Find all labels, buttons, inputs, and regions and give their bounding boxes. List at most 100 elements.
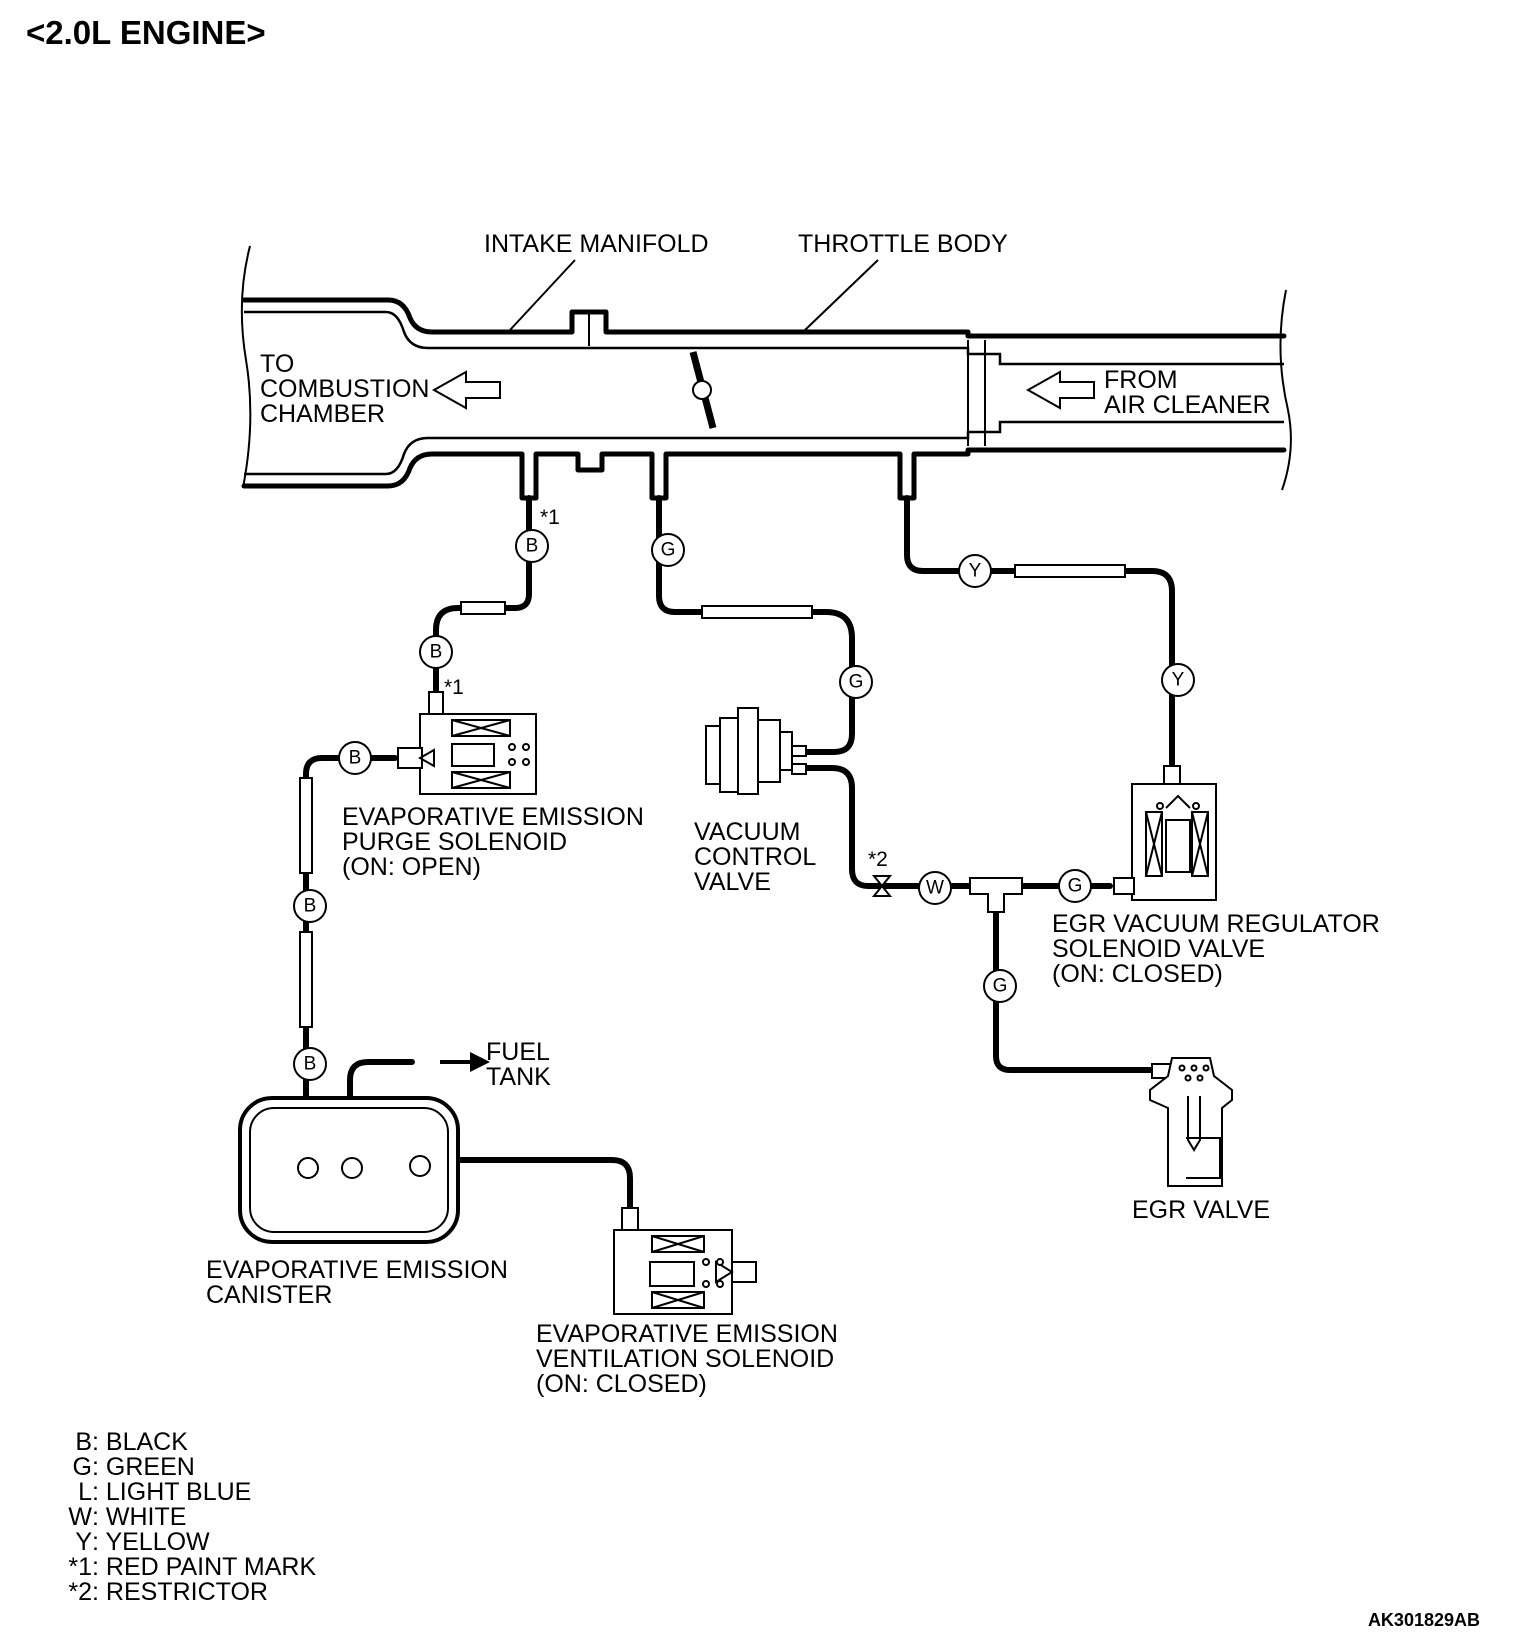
hose-canister-to-fuel-tank [347,1059,415,1163]
svg-text:B: B [304,896,317,917]
label-to-combustion-3: CHAMBER [260,400,385,428]
code-circle-yellow-egr-solenoid: Y [1161,663,1195,697]
legend-text: : LIGHT BLUE [92,1478,251,1506]
ventilation-solenoid-icon [613,1207,757,1315]
svg-text:B: B [430,642,443,663]
label-vcv-2: CONTROL [694,843,816,871]
svg-text:Y: Y [1172,670,1185,691]
hose-joint-black-3 [299,931,313,1028]
legend-code: G [73,1453,92,1481]
svg-text:G: G [993,976,1008,997]
hose-black-purge-to-canister [303,755,398,1101]
legend: B : BLACK G : GREEN L : LIGHT BLUE W : W… [68,1428,316,1606]
hose-green-tee-to-egr-valve [993,897,1155,1073]
label-egr-solenoid-1: EGR VACUUM REGULATOR [1052,910,1380,938]
label-purge-solenoid-1: EVAPORATIVE EMISSION [342,803,644,831]
hose-green-manifold-to-vcv [656,495,855,755]
label-vcv-3: VALVE [694,868,771,896]
leader-intake-manifold [509,259,576,331]
legend-code: B [75,1428,92,1456]
manifold-inner-bottom [244,420,1284,476]
legend-text: : BLACK [92,1428,188,1456]
manifold-outer-bottom [241,447,1287,501]
hose-yellow-throttle-to-egr-solenoid [904,495,1175,773]
code-circle-black-hose-mid: B [293,889,327,923]
label-ventilation-solenoid-3: (ON: CLOSED) [536,1370,707,1398]
svg-text:G: G [849,672,864,693]
label-throttle-body: THROTTLE BODY [798,230,1008,258]
label-ventilation-solenoid-2: VENTILATION SOLENOID [536,1345,834,1373]
legend-code: *2 [68,1578,92,1606]
svg-text:G: G [661,540,676,561]
fuel-tank-arrow-head [470,1052,490,1072]
label-intake-manifold: INTAKE MANIFOLD [484,230,709,258]
label-to-combustion-1: TO [260,350,294,378]
legend-text: : WHITE [92,1503,186,1531]
right-break-line [1279,289,1292,491]
svg-text:G: G [1068,876,1083,897]
throttle-body-joint [967,340,1000,446]
label-egr-valve: EGR VALVE [1132,1196,1270,1224]
restrictor-icon [871,875,893,897]
label-canister-1: EVAPORATIVE EMISSION [206,1256,508,1284]
svg-text:B: B [349,748,362,769]
svg-text:W: W [926,878,944,899]
code-circle-green-vcv: G [839,665,873,699]
purge-solenoid-icon [397,691,537,795]
code-circle-green-manifold: G [651,533,685,567]
egr-valve-icon [1149,1057,1233,1187]
svg-text:Y: Y [969,561,982,582]
flow-arrow-from-air-cleaner [1025,370,1095,410]
svg-text:B: B [526,536,539,557]
legend-code: Y [75,1528,92,1556]
label-canister-2: CANISTER [206,1281,332,1309]
label-to-combustion-2: COMBUSTION [260,375,429,403]
legend-text: : RESTRICTOR [92,1578,268,1606]
intake-manifold-assembly [240,245,1292,501]
hose-joint-yellow-1 [1014,564,1126,578]
manifold-outer-top [241,297,1287,339]
code-circle-yellow-throttle: Y [958,554,992,588]
hose-joint-black-1 [460,601,506,615]
legend-text: : GREEN [92,1453,195,1481]
code-circle-green-egr-valve: G [983,969,1017,1003]
label-vcv-1: VACUUM [694,818,800,846]
vacuum-control-valve-icon [705,707,807,795]
left-break-line [240,245,252,489]
label-fuel-tank-2: TANK [486,1063,551,1091]
legend-text: : YELLOW [92,1528,210,1556]
code-circle-black-manifold: B [515,529,549,563]
code-circle-black-canister: B [293,1047,327,1081]
hose-joint-black-2 [299,777,313,874]
code-circle-black-purge-outlet: B [338,741,372,775]
throttle-shaft [692,380,712,400]
legend-code: *1 [68,1553,92,1581]
label-fuel-tank-1: FUEL [486,1038,550,1066]
legend-code: W [68,1503,92,1531]
egr-solenoid-icon [1113,765,1217,901]
manifold-inner-top [244,310,1284,366]
hose-white-vcv-to-tee [802,765,977,889]
mark-restrictor: *2 [868,848,888,871]
label-from-air-cleaner-2: AIR CLEANER [1104,391,1271,419]
hose-black-manifold-to-purge [433,495,532,703]
label-egr-solenoid-2: SOLENOID VALVE [1052,935,1265,963]
figure-code: AK301829AB [1368,1610,1480,1630]
mark-red-paint-2: *1 [444,676,464,699]
label-from-air-cleaner-1: FROM [1104,366,1178,394]
code-circle-black-purge-inlet: B [419,635,453,669]
legend-text: : RED PAINT MARK [92,1553,316,1581]
label-purge-solenoid-2: PURGE SOLENOID [342,828,567,856]
diagram-title: <2.0L ENGINE> [26,14,266,51]
flow-arrow-to-combustion [431,370,501,410]
leader-throttle-body [804,259,879,331]
label-ventilation-solenoid-1: EVAPORATIVE EMISSION [536,1320,838,1348]
svg-text:B: B [304,1054,317,1075]
hose-joint-green-1 [701,605,813,619]
hose-canister-to-ventilation [425,1157,633,1213]
tee-fitting [969,877,1023,913]
label-purge-solenoid-3: (ON: OPEN) [342,853,481,881]
code-circle-green-egr-solenoid: G [1058,869,1092,903]
legend-code: L [78,1478,92,1506]
